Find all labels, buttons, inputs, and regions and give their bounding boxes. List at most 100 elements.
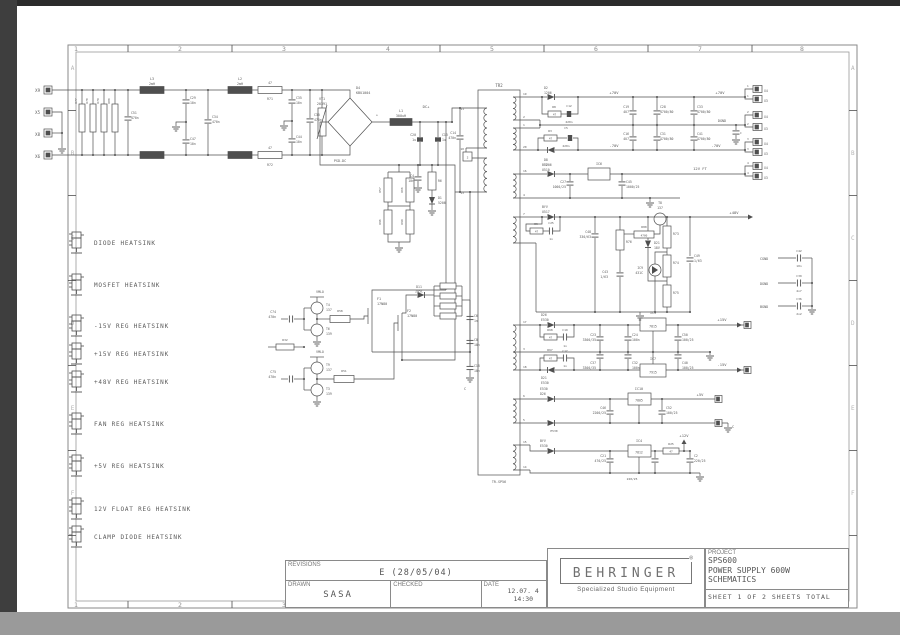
- component-label: -70V: [711, 143, 721, 148]
- component-label: 2: [523, 115, 525, 119]
- diode: [547, 367, 555, 373]
- component-label: +15V: [717, 317, 727, 322]
- component-label: C45: [626, 180, 632, 184]
- component-label: 431C: [635, 271, 643, 275]
- component-label: L2: [238, 77, 242, 81]
- component-label: 2: [747, 122, 749, 126]
- component-label: T8: [658, 201, 662, 205]
- sheet-info: SHEET 1 OF 2 SHEETS TOTAL: [706, 589, 848, 607]
- junction-dot: [184, 88, 188, 92]
- wire: [567, 357, 575, 370]
- component-label: 1000/25: [553, 185, 567, 189]
- junction-dot: [315, 377, 319, 381]
- filled-bar: [716, 396, 720, 402]
- transistor-circle: [310, 383, 324, 397]
- component-label: C41: [697, 132, 703, 136]
- component-label: 1000/25: [626, 185, 640, 189]
- transistor-circle: [310, 301, 324, 315]
- component-label: 5: [523, 418, 525, 422]
- heatsink-icon: [71, 342, 82, 350]
- filled-bar: [745, 367, 749, 373]
- component-box: [627, 392, 652, 406]
- heatsink-icon: [71, 370, 82, 378]
- junction-dot: [184, 153, 188, 157]
- component-label: 4U7: [623, 137, 629, 141]
- heatsink-label: CLAMP DIODE HEATSINK: [94, 534, 182, 541]
- component-label: C51: [131, 111, 137, 115]
- component-label: C44: [296, 135, 302, 139]
- junction-dot: [538, 123, 542, 127]
- junction-dot: [576, 95, 580, 99]
- component-label: VMLO: [316, 350, 324, 354]
- component-label: C4: [410, 174, 414, 178]
- component-label: 19: [523, 92, 527, 96]
- component-label: 7: [523, 212, 525, 216]
- revisions-block: REVISIONS E (28/05/04) DRAWN SASA CHECKE…: [285, 560, 547, 608]
- component-label: 470/25: [594, 459, 606, 463]
- component-label: 5: [490, 45, 494, 53]
- junction-dot: [320, 88, 324, 92]
- component-label: 47: [268, 81, 272, 85]
- component-label: 1206: [544, 91, 552, 95]
- component-label: 4: [747, 161, 749, 165]
- heatsink-icon: [71, 525, 82, 533]
- transformer-winding: [512, 216, 517, 244]
- component-box: [639, 317, 667, 332]
- component-label: 470n: [268, 315, 276, 319]
- component-label: 1/63: [694, 259, 702, 263]
- component-label: R25: [668, 442, 674, 446]
- wire: [529, 470, 700, 474]
- checked-label: CHECKED: [393, 582, 423, 588]
- component-label: C48: [585, 230, 591, 234]
- component-label: KBU1004: [356, 91, 370, 95]
- wire: [354, 322, 398, 380]
- component-box: [662, 447, 680, 455]
- junction-dot: [626, 350, 630, 354]
- junction-dot: [810, 281, 814, 285]
- wire: [567, 325, 575, 338]
- component-label: 20: [523, 145, 527, 149]
- component-label: 139: [326, 392, 332, 396]
- wire: [402, 294, 417, 314]
- component-label: R57: [378, 187, 382, 193]
- capacitor: [567, 135, 573, 141]
- component-label: R32: [282, 338, 288, 342]
- heatsink-label: +5V REG HEATSINK: [94, 463, 165, 470]
- diode: [547, 322, 555, 328]
- component-label: 100n: [632, 366, 640, 370]
- component-label: 15: [523, 440, 527, 444]
- filled-bar: [45, 109, 51, 115]
- component-box: [439, 292, 457, 300]
- diode: [547, 214, 555, 220]
- junction-dot: [688, 471, 692, 475]
- component-label: 7815: [649, 325, 657, 329]
- filled-bar: [745, 322, 749, 328]
- wire: [387, 234, 411, 243]
- component-box: [405, 209, 415, 235]
- junction-dot: [538, 368, 542, 372]
- component-label: 3: [747, 137, 749, 141]
- component-label: 220n: [565, 120, 572, 124]
- component-label: +70V: [715, 90, 725, 95]
- component-label: X4: [764, 142, 768, 146]
- component-label: 10n: [190, 101, 196, 105]
- component-label: 470n: [131, 116, 139, 120]
- component-label: 4: [523, 193, 525, 197]
- component-label: 3: [282, 601, 286, 609]
- component-box: [627, 444, 652, 458]
- component-label: X4: [764, 89, 768, 93]
- component-label: X4: [764, 115, 768, 119]
- component-label: R3: [548, 129, 552, 133]
- capacitor: [435, 137, 441, 142]
- diode: [429, 197, 435, 204]
- component-label: R78: [85, 98, 89, 104]
- project-block: PROJECT SPS600 POWER SUPPLY 600W SCHEMAT…: [705, 548, 849, 608]
- component-label: R79: [96, 98, 100, 104]
- component-label: 14: [523, 465, 527, 469]
- junction-dot: [468, 190, 472, 194]
- junction-dot: [598, 323, 602, 327]
- project-name: SPS600: [708, 556, 737, 565]
- component-label: DGND: [760, 282, 768, 286]
- component-label: 137: [657, 206, 663, 210]
- component-label: R75: [673, 291, 679, 295]
